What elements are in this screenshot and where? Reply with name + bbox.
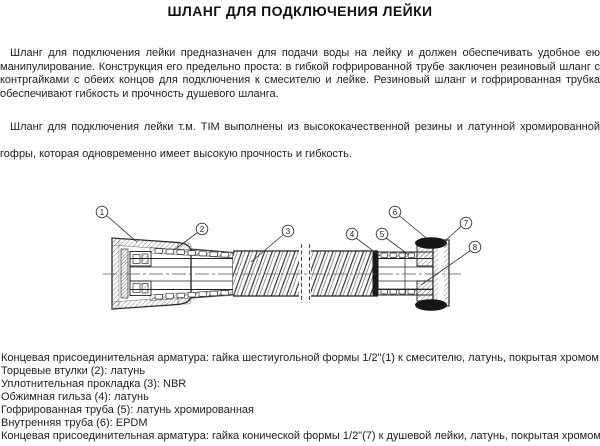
right-fitting-drawing — [377, 237, 450, 311]
callout-7: 7 — [444, 216, 473, 242]
callout-6: 6 — [388, 205, 428, 239]
legend-line-7: Концевая присоединительная арматура: гай… — [1, 430, 600, 442]
page-title: ШЛАНГ ДЛЯ ПОДКЛЮЧЕНИЯ ЛЕЙКИ — [167, 3, 433, 19]
callout-3: 3 — [250, 224, 295, 263]
callout-7-label: 7 — [464, 219, 469, 228]
callout-2: 2 — [173, 222, 209, 251]
callout-1: 1 — [95, 205, 138, 243]
callout-1-label: 1 — [100, 208, 105, 217]
intro-paragraph: Шланг для подключения лейки предназначен… — [0, 47, 600, 100]
callout-8: 8 — [420, 240, 482, 286]
legend-line-3: Уплотнительная прокладка (3): NBR — [1, 378, 187, 390]
legend-line-2: Торцевые втулки (2): латунь — [1, 365, 146, 377]
left-fitting-drawing — [111, 237, 252, 310]
callouts: 1 2 3 4 5 — [95, 205, 482, 286]
hose-diagram: 1 2 3 4 5 — [95, 205, 482, 311]
callout-3-label: 3 — [286, 227, 291, 236]
callout-4-label: 4 — [350, 230, 355, 239]
callout-2-label: 2 — [200, 225, 205, 234]
legend-line-6: Внутренняя труба (6): EPDM — [1, 417, 148, 429]
brand-paragraph: Шланг для подключения лейки т.м. TIM вып… — [0, 121, 600, 160]
corrugated-tube-drawing — [233, 244, 378, 303]
callout-6-label: 6 — [393, 208, 398, 217]
callout-5-label: 5 — [380, 230, 385, 239]
legend-line-4: Обжимная гильза (4): латунь — [1, 391, 149, 403]
legend-line-5: Гофрированная труба (5): латунь хромиров… — [1, 404, 254, 416]
legend-line-1: Концевая присоединительная арматура: гай… — [1, 352, 599, 364]
callout-4: 4 — [345, 227, 381, 257]
legend: Концевая присоединительная арматура: гай… — [1, 352, 600, 443]
callout-8-label: 8 — [473, 243, 478, 252]
callout-5: 5 — [375, 227, 410, 256]
